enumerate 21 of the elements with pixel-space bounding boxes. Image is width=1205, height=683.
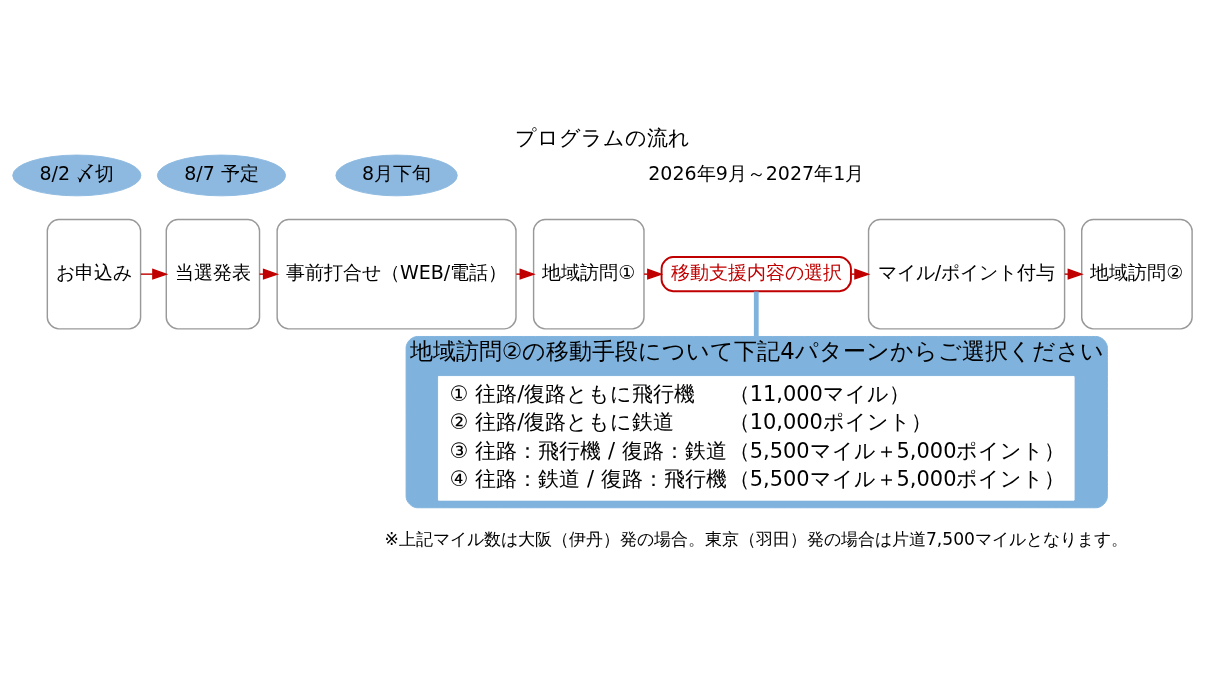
caption: ※上記マイル数は大阪（伊丹）発の場合。東京（羽田）発の場合は片道7,500マイルとなります。 xyxy=(384,529,1128,550)
node-box: 地域訪問② xyxy=(1081,218,1193,330)
node-box: 地域訪問① xyxy=(532,218,645,330)
arrow xyxy=(643,268,664,280)
node-ellipse: 8/2 〆切 xyxy=(12,154,142,197)
arrow xyxy=(258,268,280,280)
node-box: 事前打合せ（WEB/電話） xyxy=(276,218,517,330)
connector xyxy=(753,291,759,337)
node-box: ① 往路/復路ともに飛行機 （11,000マイル） ② 往路/復路ともに鉄道 （10,000ポイント） ③ 往路：飛行機 / 復路：鉄道（5,500マイル＋5,000ポイント） ④ 往路：鉄道 / 復路：飛行機（5,500マイル＋5,000ポイント） xyxy=(437,375,1075,501)
node-box: お申込み xyxy=(46,218,142,330)
node-ellipse: 8/7 予定 xyxy=(156,154,287,197)
arrow xyxy=(1064,268,1084,280)
node-box: 当選発表 xyxy=(165,218,261,330)
label: 2026年9月～2027年1月 xyxy=(648,162,865,185)
arrow xyxy=(515,268,536,280)
node-box: 移動支援内容の選択 xyxy=(660,256,852,293)
arrow xyxy=(850,268,871,280)
node-ellipse: 8月下旬 xyxy=(335,154,458,197)
arrow xyxy=(140,268,169,280)
node-box: マイル/ポイント付与 xyxy=(867,218,1066,330)
diagram-title: プログラムの流れ xyxy=(515,126,690,151)
